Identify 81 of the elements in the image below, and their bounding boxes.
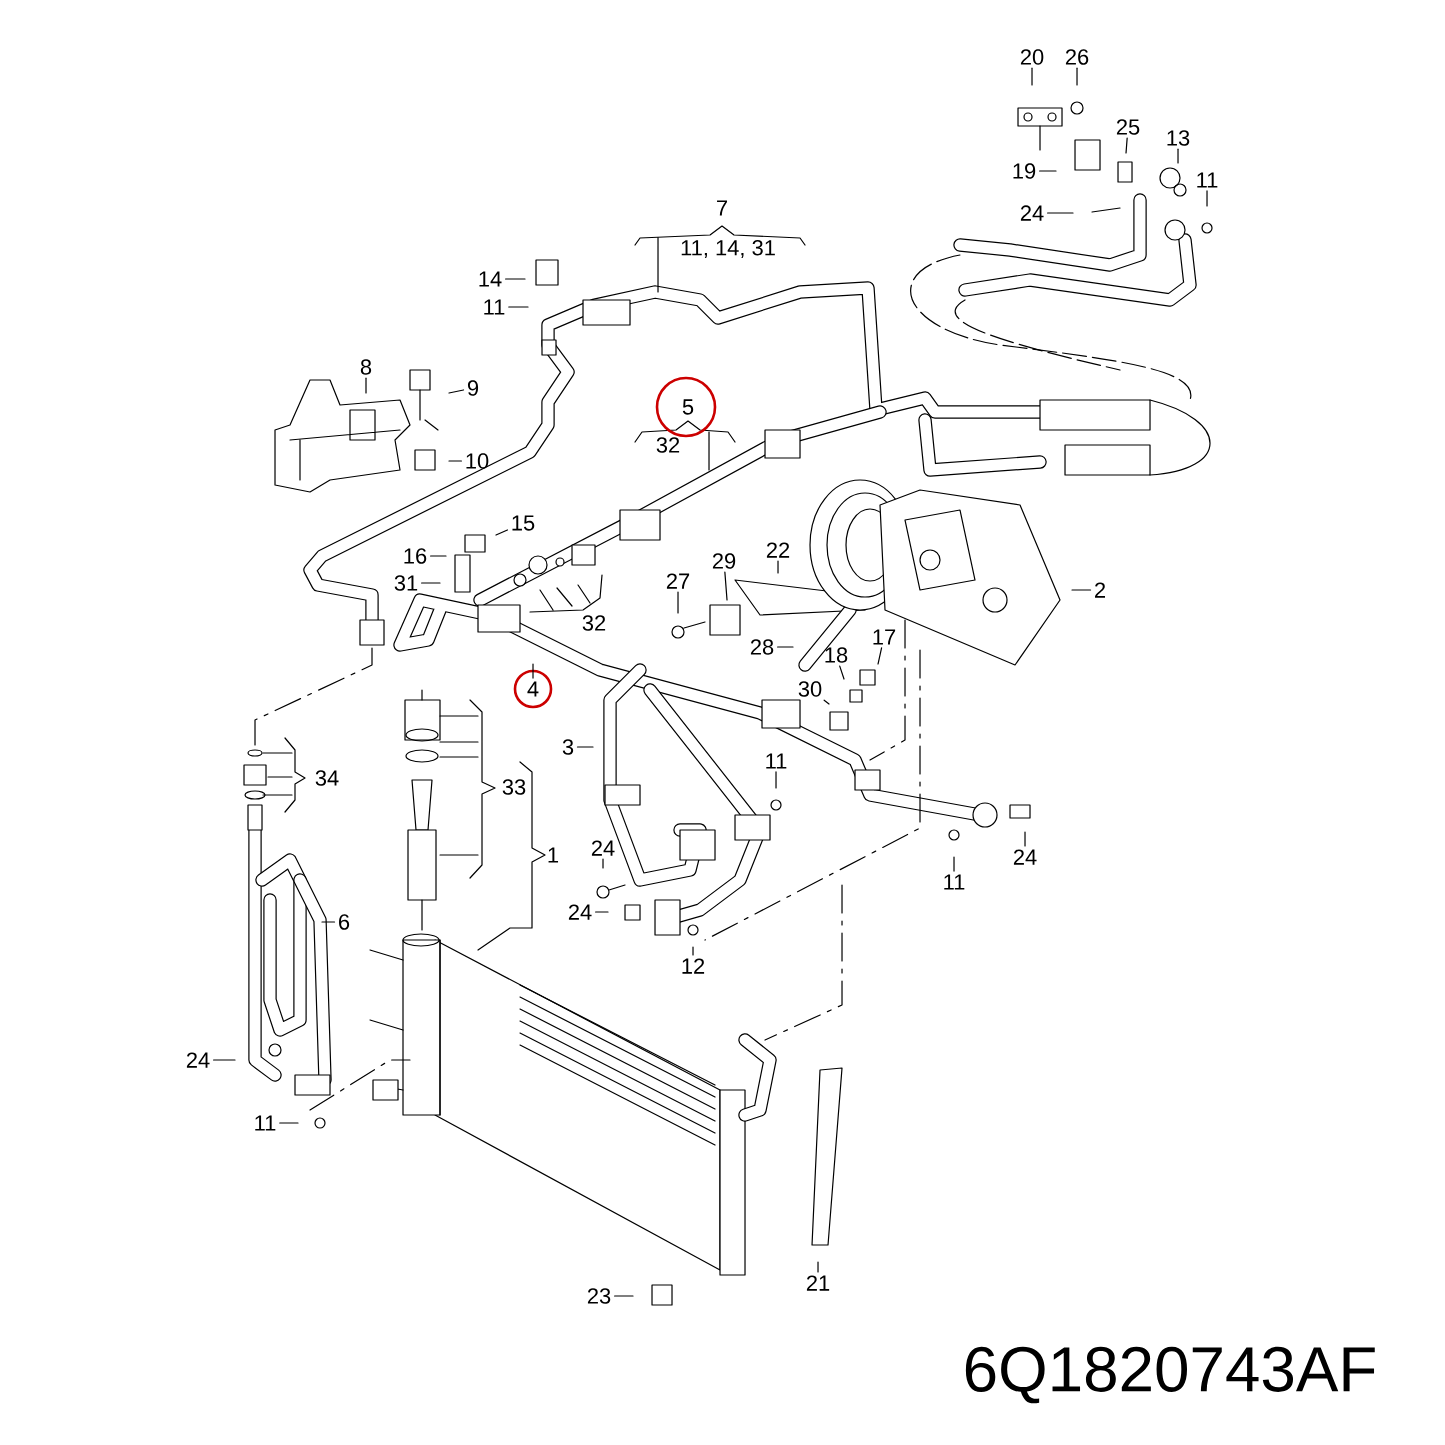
callout-number: 26 bbox=[1065, 49, 1089, 65]
callout-number: 24 bbox=[591, 840, 615, 856]
callout-number: 25 bbox=[1116, 119, 1140, 135]
leader-line bbox=[279, 1122, 299, 1124]
leader-line bbox=[576, 746, 594, 748]
callout-number: 11 bbox=[484, 299, 505, 315]
leader-line bbox=[692, 946, 694, 956]
callout-number: 12 bbox=[682, 958, 705, 974]
callout-number: 28 bbox=[750, 639, 774, 655]
leader-line bbox=[1177, 148, 1179, 164]
callout-number: 18 bbox=[825, 647, 848, 663]
callout-number: 23 bbox=[587, 1288, 611, 1304]
callout-number: 21 bbox=[806, 1275, 830, 1291]
leader-line bbox=[877, 647, 883, 665]
callout-number: 11 bbox=[766, 753, 787, 769]
leader-line bbox=[953, 856, 955, 872]
leader-line bbox=[1071, 589, 1092, 591]
callout-number: 19 bbox=[1013, 163, 1036, 179]
leader-line bbox=[677, 591, 679, 614]
callout-number: 4 bbox=[527, 681, 539, 697]
leader-line bbox=[1076, 67, 1078, 86]
callout-number: 24 bbox=[186, 1052, 210, 1068]
leader-line bbox=[775, 771, 777, 789]
leader-line bbox=[421, 582, 441, 584]
callout-number: 31 bbox=[394, 575, 418, 591]
leader-line bbox=[1125, 137, 1128, 154]
callout-number: 16 bbox=[404, 548, 427, 564]
callout-number: 20 bbox=[1020, 49, 1044, 65]
leader-line bbox=[595, 911, 609, 913]
callout-number: 24 bbox=[568, 904, 592, 920]
callout-numbers: 11, 14, 31 bbox=[681, 239, 775, 259]
callout-number: 17 bbox=[873, 629, 896, 645]
callout-number: 32 bbox=[582, 615, 606, 631]
callout-number: 11 bbox=[1197, 172, 1218, 188]
callout-number: 30 bbox=[798, 681, 822, 697]
callout-number: 11 bbox=[255, 1115, 276, 1131]
callout-number: 5 bbox=[682, 399, 694, 415]
leader-line bbox=[777, 560, 779, 574]
leader-line bbox=[495, 529, 509, 536]
callout-number: 3 bbox=[562, 739, 574, 755]
callout-number: 32 bbox=[656, 437, 680, 453]
leader-line bbox=[508, 306, 529, 308]
leader-line bbox=[777, 646, 794, 648]
leader-line bbox=[532, 663, 534, 679]
callout-number: 33 bbox=[502, 779, 526, 795]
part-number: 6Q1820743AF bbox=[965, 1346, 1375, 1404]
leader-line bbox=[1024, 831, 1026, 847]
callout-number: 27 bbox=[666, 573, 690, 589]
callout-number: 9 bbox=[467, 380, 479, 396]
callout-number: 6 bbox=[339, 914, 350, 930]
leader-line bbox=[448, 389, 465, 394]
callout-number: 1 bbox=[548, 847, 559, 863]
leader-line bbox=[614, 1295, 634, 1297]
callout-number: 8 bbox=[360, 359, 372, 375]
callout-number: 14 bbox=[479, 271, 502, 287]
leader-line bbox=[213, 1059, 236, 1061]
leader-line bbox=[1206, 190, 1208, 207]
leader-line bbox=[430, 555, 447, 557]
callout-number: 24 bbox=[1013, 849, 1037, 865]
leader-line bbox=[1039, 170, 1057, 172]
callout-number: 29 bbox=[712, 553, 736, 569]
callout-number: 24 bbox=[1020, 205, 1044, 221]
callout-number: 11 bbox=[944, 874, 965, 890]
leader-line bbox=[1031, 67, 1033, 86]
leader-line bbox=[602, 858, 604, 869]
callout-number: 34 bbox=[315, 770, 339, 786]
callout-number: 2 bbox=[1095, 582, 1105, 598]
callout-number: 13 bbox=[1167, 130, 1190, 146]
leader-line bbox=[448, 460, 463, 462]
callout-number: 15 bbox=[512, 515, 535, 531]
leader-line bbox=[365, 377, 367, 394]
callout-number: 22 bbox=[766, 542, 790, 558]
callout-number: 7 bbox=[717, 200, 727, 216]
leader-line bbox=[321, 921, 336, 923]
leader-line bbox=[817, 1261, 819, 1273]
leader-line bbox=[823, 699, 830, 705]
leader-line bbox=[505, 278, 526, 280]
leader-line bbox=[724, 571, 728, 601]
leader-line bbox=[1047, 212, 1074, 214]
leader-line bbox=[839, 665, 845, 680]
callout-number: 10 bbox=[466, 453, 489, 469]
